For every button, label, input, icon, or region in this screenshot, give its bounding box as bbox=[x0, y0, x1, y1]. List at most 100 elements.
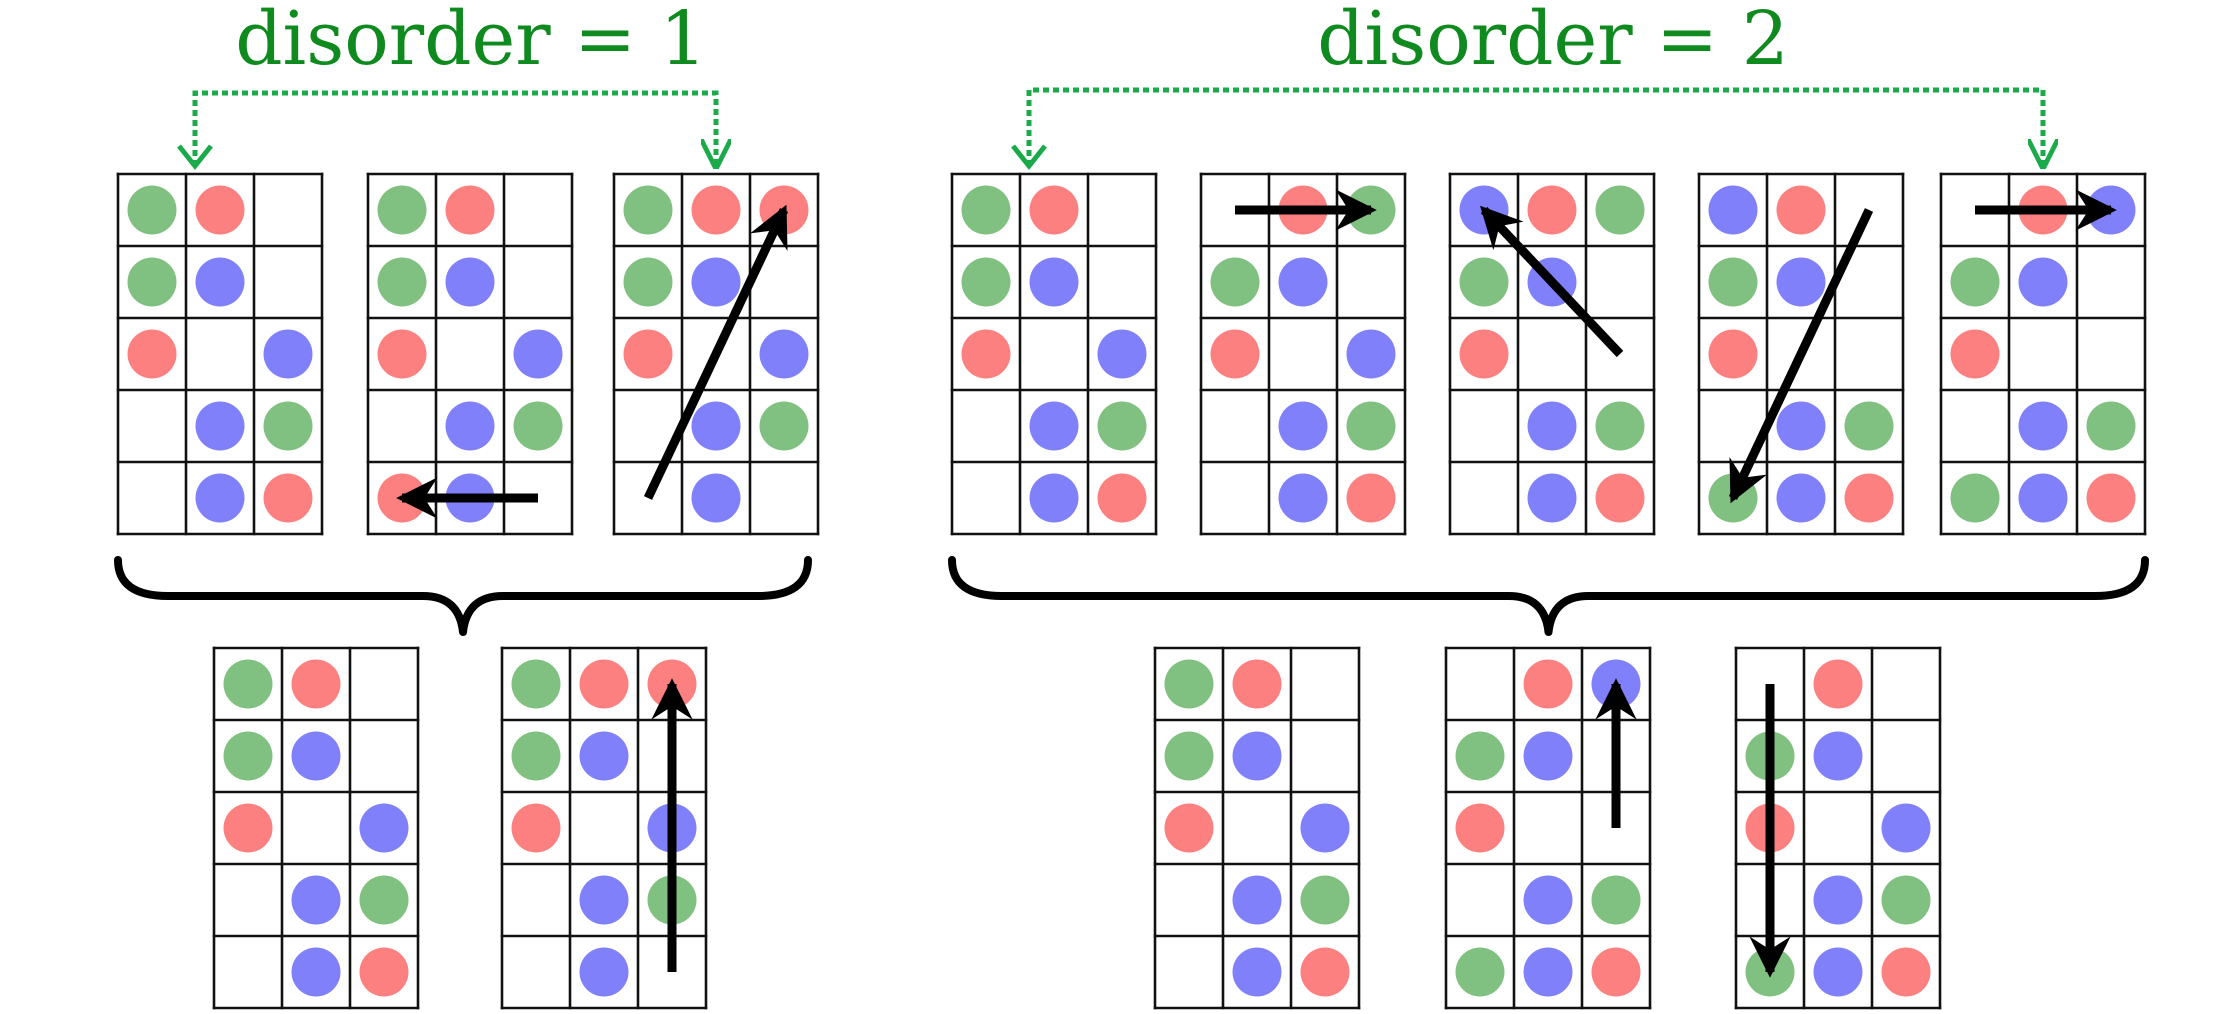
blue-dot bbox=[1278, 473, 1328, 523]
green-dot bbox=[623, 257, 673, 307]
grid-lines bbox=[1153, 646, 1361, 1010]
dotted-link-arrowhead bbox=[1011, 144, 1047, 171]
blue-dot bbox=[291, 731, 341, 781]
green-dot bbox=[1455, 731, 1505, 781]
group-1-bottom-grid-2 bbox=[500, 646, 708, 1010]
red-dot bbox=[1459, 329, 1509, 379]
green-dot bbox=[1950, 257, 2000, 307]
group-2-top-grid-5 bbox=[1939, 172, 2147, 536]
grid-lines bbox=[1199, 172, 1407, 536]
red-dot bbox=[961, 329, 1011, 379]
group-1-bottom-grid-1 bbox=[212, 646, 420, 1010]
grid-lines bbox=[1697, 172, 1905, 536]
blue-dot bbox=[579, 875, 629, 925]
green-dot bbox=[511, 659, 561, 709]
blue-dot bbox=[691, 257, 741, 307]
red-dot bbox=[1300, 947, 1350, 997]
group-1-top-grid-3 bbox=[612, 172, 820, 536]
red-dot bbox=[511, 803, 561, 853]
blue-dot bbox=[1278, 257, 1328, 307]
red-dot bbox=[1591, 947, 1641, 997]
dotted-links bbox=[177, 87, 2043, 171]
group-2-top-grid-4 bbox=[1697, 172, 1905, 536]
green-dot bbox=[127, 257, 177, 307]
blue-dot bbox=[1097, 329, 1147, 379]
green-dot bbox=[359, 875, 409, 925]
blue-dot bbox=[579, 947, 629, 997]
green-dot bbox=[961, 257, 1011, 307]
red-dot bbox=[1523, 659, 1573, 709]
blue-dot bbox=[1029, 473, 1079, 523]
red-dot bbox=[691, 185, 741, 235]
green-dot bbox=[1591, 875, 1641, 925]
blue-dot bbox=[2018, 257, 2068, 307]
blue-dot bbox=[195, 257, 245, 307]
group-1-brace bbox=[114, 556, 812, 636]
green-dot bbox=[1346, 401, 1396, 451]
blue-dot bbox=[691, 401, 741, 451]
state-grids bbox=[116, 172, 2147, 1010]
green-dot bbox=[961, 185, 1011, 235]
blue-dot bbox=[1813, 947, 1863, 997]
blue-dot bbox=[195, 401, 245, 451]
green-dot bbox=[759, 401, 809, 451]
red-dot bbox=[1029, 185, 1079, 235]
group-2-dotted-link bbox=[1026, 87, 2043, 166]
group-braces bbox=[114, 556, 2149, 636]
green-dot bbox=[513, 401, 563, 451]
green-dot bbox=[1844, 401, 1894, 451]
grid-lines bbox=[612, 172, 820, 536]
blue-dot bbox=[1523, 731, 1573, 781]
blue-dot bbox=[195, 473, 245, 523]
red-dot bbox=[1595, 473, 1645, 523]
group-1-top-grid-1 bbox=[116, 172, 324, 536]
green-dot bbox=[1455, 947, 1505, 997]
blue-dot bbox=[1776, 473, 1826, 523]
blue-dot bbox=[1776, 401, 1826, 451]
green-dot bbox=[1300, 875, 1350, 925]
blue-dot bbox=[1523, 875, 1573, 925]
blue-dot bbox=[759, 329, 809, 379]
grid-lines bbox=[116, 172, 324, 536]
dotted-link-arrowhead bbox=[177, 144, 213, 171]
blue-dot bbox=[2018, 401, 2068, 451]
blue-dot bbox=[1346, 329, 1396, 379]
grid-lines bbox=[1444, 646, 1652, 1010]
blue-dot bbox=[1523, 947, 1573, 997]
green-dot bbox=[1164, 659, 1214, 709]
blue-dot bbox=[1527, 401, 1577, 451]
green-dot bbox=[263, 401, 313, 451]
red-dot bbox=[1776, 185, 1826, 235]
move-arrow bbox=[1480, 205, 1624, 358]
red-dot bbox=[1164, 803, 1214, 853]
group-2-bottom-grid-3 bbox=[1734, 646, 1942, 1010]
green-dot bbox=[623, 185, 673, 235]
group-2-bottom-grid-2 bbox=[1444, 646, 1652, 1010]
blue-dot bbox=[359, 803, 409, 853]
red-dot bbox=[1844, 473, 1894, 523]
green-dot bbox=[1950, 473, 2000, 523]
green-dot bbox=[1708, 257, 1758, 307]
red-dot bbox=[223, 803, 273, 853]
blue-dot bbox=[445, 257, 495, 307]
red-dot bbox=[1210, 329, 1260, 379]
blue-dot bbox=[445, 401, 495, 451]
red-dot bbox=[195, 185, 245, 235]
blue-dot bbox=[1708, 185, 1758, 235]
grid-lines bbox=[950, 172, 1158, 536]
group-label-disorder-1: disorder = 1 bbox=[235, 0, 707, 82]
grid-lines bbox=[212, 646, 420, 1010]
group-2-brace bbox=[948, 556, 2149, 636]
blue-dot bbox=[1029, 257, 1079, 307]
group-2-top-grid-1 bbox=[950, 172, 1158, 536]
blue-dot bbox=[579, 731, 629, 781]
blue-dot bbox=[291, 875, 341, 925]
blue-dot bbox=[1776, 257, 1826, 307]
blue-dot bbox=[1232, 875, 1282, 925]
blue-dot bbox=[1232, 947, 1282, 997]
group-2-top-grid-3 bbox=[1448, 172, 1656, 536]
blue-dot bbox=[2018, 473, 2068, 523]
blue-dot bbox=[1300, 803, 1350, 853]
blue-dot bbox=[291, 947, 341, 997]
green-dot bbox=[511, 731, 561, 781]
